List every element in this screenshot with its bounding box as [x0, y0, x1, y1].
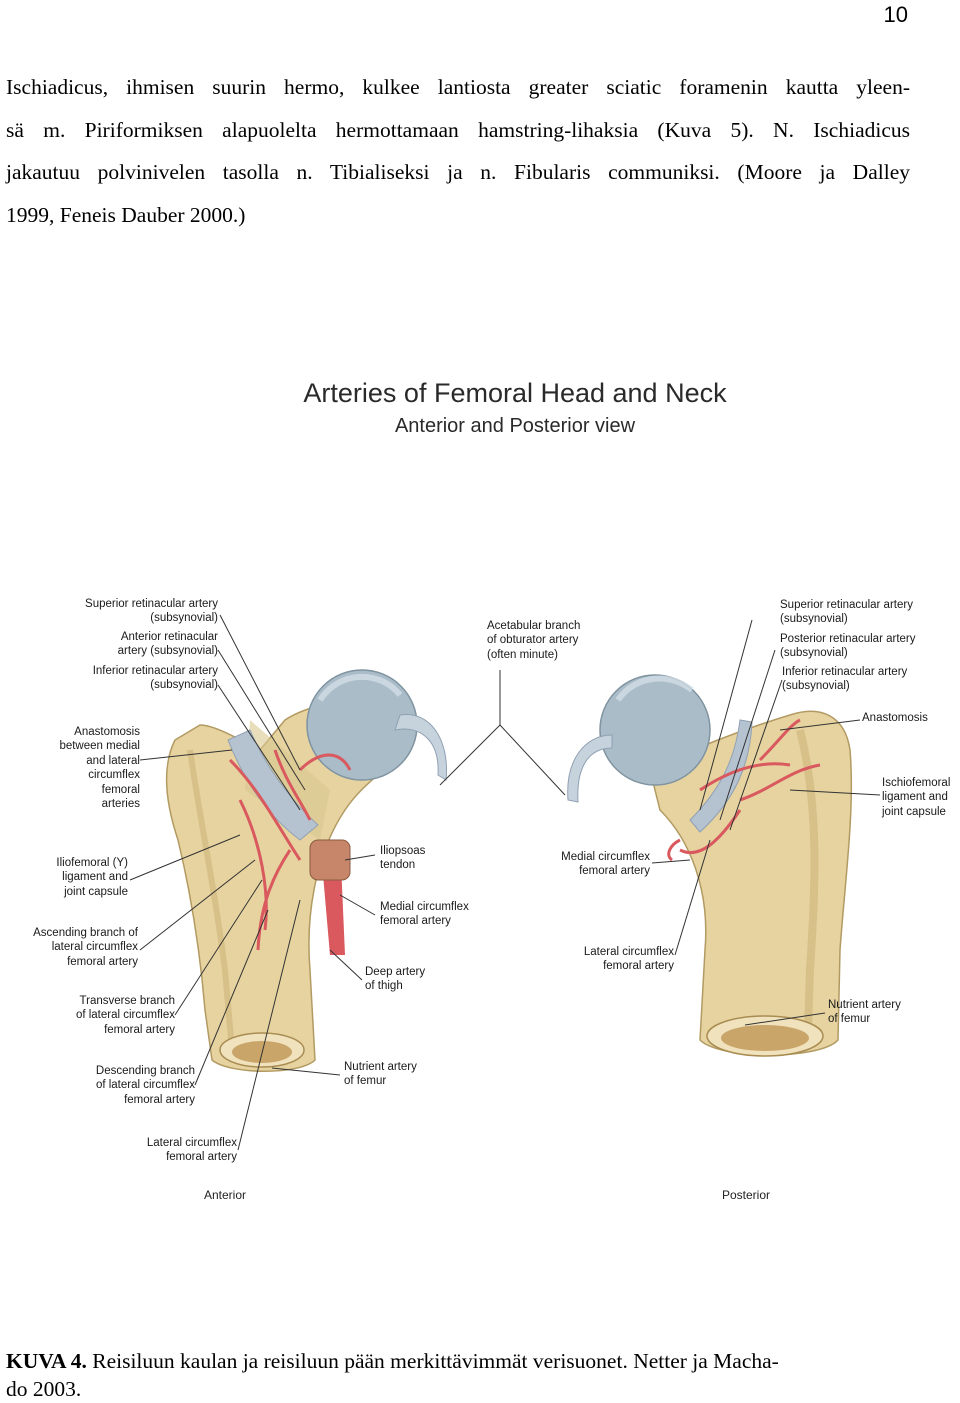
label-ant-superior-retinacular: Superior retinacular artery (subsynovial… [85, 598, 218, 625]
label-post-posterior-retinacular: Posterior retinacular artery (subsynovia… [780, 633, 916, 660]
figure-caption: KUVA 4. Reisiluun kaulan ja reisiluun pä… [6, 1347, 906, 1403]
body-line: sä m. Piriformiksen alapuolelta hermotta… [6, 117, 910, 142]
caption-label: KUVA 4. [6, 1349, 87, 1373]
label-ant-transverse: Transverse branch of lateral circumflex … [75, 995, 175, 1036]
figure-title: Arteries of Femoral Head and Neck [303, 378, 727, 408]
label-ant-anterior-retinacular: Anterior retinacular artery (subsynovial… [117, 631, 218, 658]
label-ant-nutrient: Nutrient artery of femur [344, 1061, 417, 1088]
label-post-lateral-circumflex: Lateral circumflex femoral artery [583, 946, 674, 973]
label-ant-iliofemoral: Iliofemoral (Y) ligament and joint capsu… [56, 857, 128, 898]
label-post-superior-retinacular: Superior retinacular artery (subsynovial… [780, 599, 913, 626]
anatomy-figure: Arteries of Femoral Head and Neck Anteri… [0, 370, 960, 1210]
label-ant-inferior-retinacular: Inferior retinacular artery (subsynovial… [92, 665, 218, 692]
label-ischiofemoral: Ischiofemoral ligament and joint capsule [882, 777, 951, 818]
caption-text-continued: do 2003. [6, 1377, 82, 1401]
label-ant-lateral-circumflex: Lateral circumflex femoral artery [146, 1137, 237, 1164]
label-ant-descending: Descending branch of lateral circumflex … [95, 1065, 195, 1106]
leader-lines [129, 614, 881, 1151]
label-post-medial-circumflex: Medial circumflex femoral artery [561, 851, 650, 878]
label-post-inferior-retinacular: Inferior retinacular artery (subsynovial… [782, 666, 908, 693]
body-paragraph: Ischiadicus, ihmisen suurin hermo, kulke… [6, 66, 910, 236]
caption-text: Reisiluun kaulan ja reisiluun pään merki… [86, 1349, 779, 1373]
label-deep-artery: Deep artery of thigh [365, 966, 426, 993]
femur-illustration [129, 614, 881, 1151]
body-line: Ischiadicus, ihmisen suurin hermo, kulke… [6, 75, 910, 99]
label-ant-anastomosis: Anastomosis between medial and lateral c… [59, 726, 140, 811]
page-number: 10 [883, 2, 908, 27]
label-ant-ascending: Ascending branch of lateral circumflex f… [33, 927, 138, 968]
anterior-femur [166, 669, 448, 1072]
label-view-posterior: Posterior [722, 1188, 771, 1202]
figure-subtitle: Anterior and Posterior view [394, 415, 636, 437]
label-post-nutrient: Nutrient artery of femur [828, 999, 901, 1026]
label-view-anterior: Anterior [204, 1188, 247, 1202]
label-iliopsoas: Iliopsoas tendon [380, 845, 426, 872]
posterior-femur [567, 674, 853, 1057]
label-post-anastomosis: Anastomosis [862, 712, 928, 724]
body-line: jakautuu polvinivelen tasolla n. Tibiali… [6, 160, 910, 184]
label-ant-medial-circumflex: Medial circumflex femoral artery [380, 901, 469, 928]
body-line: 1999, Feneis Dauber 2000.) [6, 202, 246, 227]
label-acetabular-branch: Acetabular branch of obturator artery (o… [487, 620, 581, 661]
